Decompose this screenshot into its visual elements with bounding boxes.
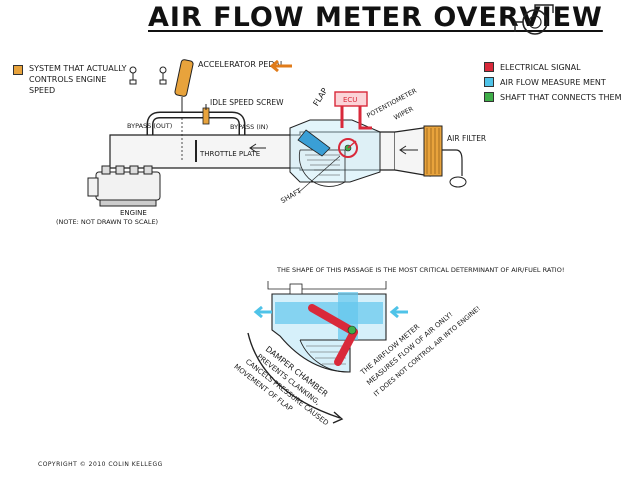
- legend-item-label: SHAFT THAT CONNECTS THEM: [500, 93, 622, 102]
- legend-colors: ELECTRICAL SIGNAL AIR FLOW MEASURE MENT …: [484, 60, 634, 105]
- legend-item-airflow: AIR FLOW MEASURE MENT: [484, 75, 634, 90]
- detail-damper-flap: [334, 328, 358, 366]
- engine: [87, 165, 161, 207]
- throttle-plate-label: THROTTLE PLATE: [199, 150, 260, 158]
- ecu-label: ECU: [343, 96, 357, 104]
- passage-note: THE SHAPE OF THIS PASSAGE IS THE MOST CR…: [276, 266, 564, 274]
- legend-item-label: AIR FLOW MEASURE MENT: [500, 78, 606, 87]
- legend-system: SYSTEM THAT ACTUALLY CONTROLS ENGINE SPE…: [13, 63, 133, 96]
- air-filter-label: AIR FILTER: [447, 134, 486, 143]
- legend-system-text: SYSTEM THAT ACTUALLY CONTROLS ENGINE SPE…: [29, 64, 127, 95]
- legend-item-shaft: SHAFT THAT CONNECTS THEM: [484, 90, 634, 105]
- detail-flap: [308, 304, 358, 336]
- potentiometer: [338, 138, 358, 158]
- legend-item-label: ELECTRICAL SIGNAL: [500, 63, 581, 72]
- copyright: COPYRIGHT © 2010 COLIN KELLEGG: [38, 461, 163, 468]
- turbo-icon: [514, 4, 554, 35]
- pedal-link-icons: [129, 66, 167, 85]
- scale-note: (NOTE: NOT DRAWN TO SCALE): [56, 218, 158, 226]
- bypass-out-label: BYPASS (OUT): [127, 122, 172, 130]
- page-title: AIR FLOW METER OVERVIEW: [148, 2, 603, 33]
- accelerator-pedal-label: ACCELERATOR PEDAL: [198, 60, 285, 69]
- legend-item-electrical: ELECTRICAL SIGNAL: [484, 60, 634, 75]
- legend-swatch-green: [484, 92, 494, 102]
- legend-swatch-blue: [484, 77, 494, 87]
- arrow-left-icon: [269, 59, 292, 73]
- legend-swatch-red: [484, 62, 494, 72]
- bypass-in-label: BYPASS (IN): [230, 123, 268, 131]
- ecu-box: [334, 91, 368, 107]
- legend-swatch-orange: [13, 65, 23, 75]
- flap-housing: [271, 283, 387, 373]
- air-filter: [423, 125, 443, 177]
- engine-label: ENGINE: [120, 209, 147, 217]
- flap: [297, 129, 331, 157]
- idle-speed-screw-label: IDLE SPEED SCREW: [210, 98, 284, 107]
- air-flow-meter: [289, 91, 381, 187]
